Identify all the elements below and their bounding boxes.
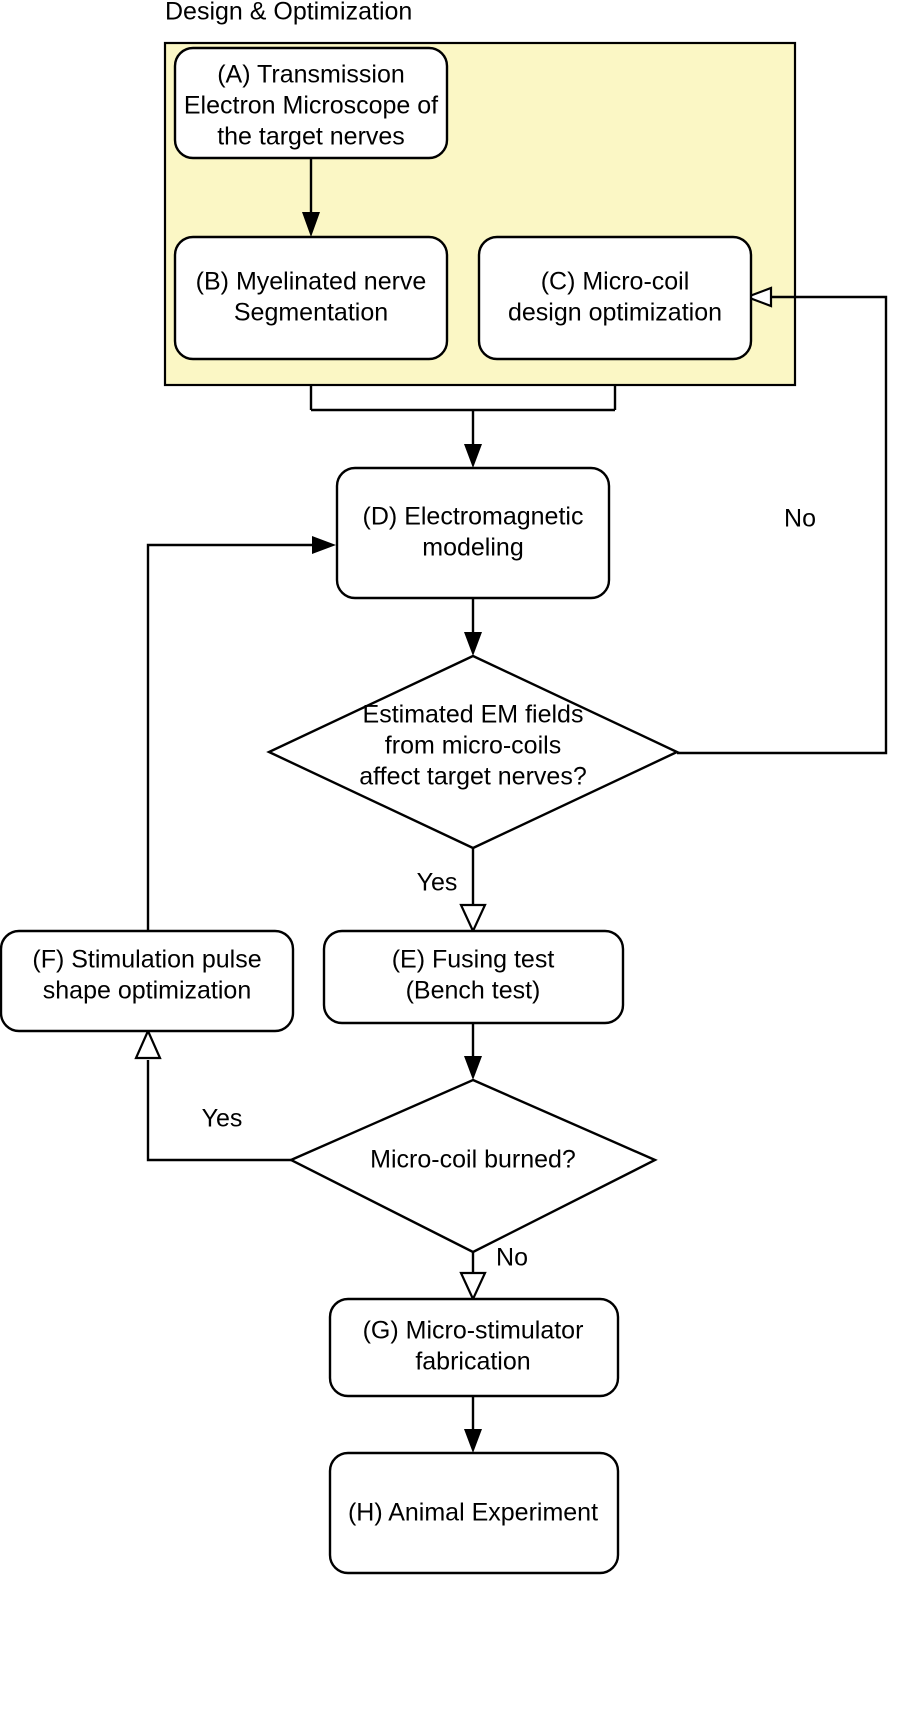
node-h-label: (H) Animal Experiment — [348, 1499, 598, 1527]
edge-f-to-d — [146, 543, 315, 930]
node-e-box[interactable] — [322, 929, 625, 1025]
arrowhead-merge-to-d — [464, 444, 482, 468]
edge-label-dec1-no: No — [784, 505, 816, 533]
node-a-label-line-2: Electron Microscope of — [184, 92, 438, 120]
node-b-box[interactable] — [173, 235, 449, 361]
arrowhead-f-to-d — [312, 536, 336, 554]
decision-em-fields-line-2: from micro-coils — [385, 732, 561, 760]
edge-dec1-no-to-c — [677, 295, 888, 755]
decision-em-fields-diamond[interactable] — [266, 654, 680, 850]
node-b-label-line-2: Segmentation — [234, 299, 388, 327]
node-g-box[interactable] — [328, 1297, 620, 1398]
node-e-label-line-1: (E) Fusing test — [392, 946, 555, 974]
node-f-label-line-2: shape optimization — [43, 977, 251, 1005]
edge-label-dec1-yes: Yes — [417, 869, 458, 897]
node-c-label-line-1: (C) Micro-coil — [541, 268, 690, 296]
arrowhead-dec2-no-to-g — [459, 1271, 487, 1302]
arrowhead-dec2-yes-to-f — [134, 1028, 162, 1060]
group-title-label: Design & Optimization — [165, 0, 412, 26]
node-d-label-line-2: modeling — [422, 534, 523, 562]
node-h-box[interactable] — [328, 1451, 620, 1575]
node-d-label-line-1: (D) Electromagnetic — [363, 503, 584, 531]
node-g-label-line-1: (G) Micro-stimulator — [363, 1317, 584, 1345]
edge-label-dec2-yes: Yes — [202, 1105, 243, 1133]
decision-coil-burned-label: Micro-coil burned? — [370, 1146, 576, 1174]
arrowhead-dec1-yes-to-e — [459, 903, 487, 934]
node-f-box[interactable] — [0, 929, 295, 1033]
edge-dec2-yes-to-f — [146, 1060, 291, 1162]
node-b-label-line-1: (B) Myelinated nerve — [196, 268, 427, 296]
decision-em-fields-line-3: affect target nerves? — [359, 763, 586, 791]
edge-label-dec2-no: No — [496, 1244, 528, 1272]
decision-em-fields-line-1: Estimated EM fields — [363, 701, 584, 729]
node-c-label-line-2: design optimization — [508, 299, 722, 327]
node-g-label-line-2: fabrication — [415, 1348, 530, 1376]
node-a-box[interactable] — [173, 46, 449, 160]
node-e-label-line-2: (Bench test) — [406, 977, 541, 1005]
node-a-label-line-3: the target nerves — [217, 123, 405, 151]
arrowhead-e-to-dec2 — [464, 1056, 482, 1080]
node-d-box[interactable] — [335, 466, 611, 600]
node-f-label-line-1: (F) Stimulation pulse — [32, 946, 261, 974]
decision-coil-burned-diamond[interactable] — [288, 1078, 658, 1254]
node-a-label-line-1: (A) Transmission — [217, 61, 405, 89]
arrowhead-d-to-dec1 — [464, 632, 482, 656]
arrowhead-g-to-h — [464, 1429, 482, 1453]
node-c-box[interactable] — [477, 235, 753, 361]
arrowhead-a-to-b — [302, 212, 320, 237]
arrowhead-dec1-no-to-c — [743, 286, 773, 308]
